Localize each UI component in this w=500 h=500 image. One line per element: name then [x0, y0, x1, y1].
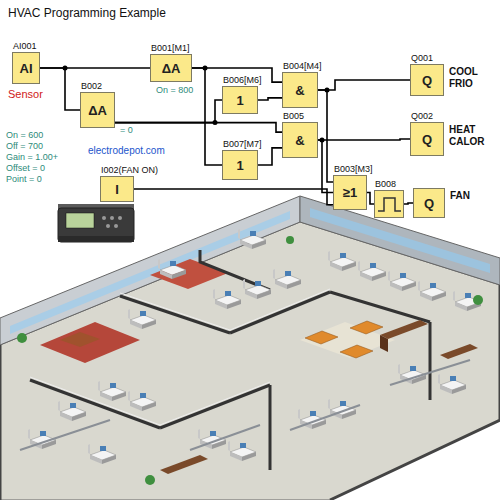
block-id: AI001	[13, 41, 37, 51]
lounge-furniture	[60, 320, 478, 474]
parameter-label: Point = 0	[6, 174, 42, 184]
block-id: B008	[375, 179, 396, 189]
block-symbol: ΔA	[151, 55, 191, 81]
block-symbol: ΔA	[81, 93, 114, 127]
signal-wire	[404, 203, 413, 204]
output-name: COOL FRIO	[449, 66, 489, 90]
block-id: B001[M1]	[151, 43, 190, 53]
output-name: HEAT CALOR	[449, 124, 489, 148]
block-id: B007[M7]	[223, 139, 262, 149]
block-symbol: Q	[414, 189, 444, 217]
signal-wire	[115, 123, 282, 132]
parameter-label: On = 800	[156, 85, 193, 95]
sensor-label: Sensor	[8, 88, 43, 100]
block-id: I002(FAN ON)	[101, 165, 158, 175]
wall-tops	[30, 289, 330, 425]
block-symbol: I	[101, 177, 133, 201]
logic-block: B001[M1]ΔA	[150, 54, 192, 82]
signal-wire	[318, 80, 410, 90]
block-symbol: ≥1	[334, 176, 366, 209]
logic-block: B004[M4]&	[282, 72, 318, 108]
watermark: electrodepot.com	[88, 145, 165, 156]
logic-block: B005&	[282, 122, 318, 158]
block-id: B005	[283, 111, 304, 121]
block-symbol: 1	[223, 151, 257, 179]
carpet	[150, 259, 228, 289]
block-symbol: &	[283, 73, 317, 107]
cubicle-partitions	[20, 360, 470, 450]
signal-wire	[367, 193, 374, 205]
block-symbol: Q	[411, 123, 443, 155]
pulse-line	[378, 198, 401, 211]
window-band	[10, 211, 290, 334]
outer-wall	[0, 285, 500, 500]
parameter-label: Gain = 1.00+	[6, 152, 58, 162]
logic-block: Q002QHEAT CALOR	[410, 122, 444, 156]
signal-wire	[134, 189, 333, 205]
signal-wire	[258, 98, 282, 100]
block-symbol: Q	[411, 65, 443, 95]
logic-block: B002ΔA	[80, 92, 115, 128]
signal-wire	[318, 140, 333, 193]
parameter-label: Off = 700	[6, 141, 43, 151]
block-id: Q001	[411, 53, 433, 63]
signal-wire	[40, 68, 80, 110]
block-symbol: AI	[13, 53, 39, 83]
logic-block: B006[M6]1	[222, 86, 258, 114]
pulse-symbol	[375, 191, 403, 217]
logic-block: I002(FAN ON)I	[100, 176, 134, 202]
parameter-label: = 0	[120, 125, 133, 135]
signal-wire	[318, 90, 333, 182]
signal-wire	[192, 68, 222, 165]
interior-walls	[30, 250, 430, 470]
output-name: FAN	[450, 190, 490, 202]
block-id: B003[M3]	[334, 164, 373, 174]
signal-wire	[115, 100, 222, 123]
lounge-floor	[300, 322, 395, 358]
floor	[0, 222, 500, 500]
block-symbol: 1	[223, 87, 257, 113]
block-id: B006[M6]	[223, 75, 262, 85]
block-id: Q002	[411, 111, 433, 121]
diagram-title: HVAC Programming Example	[8, 6, 166, 20]
office-desks	[28, 229, 481, 464]
logic-block: QFAN	[413, 188, 445, 218]
parameter-label: Offset = 0	[6, 163, 45, 173]
logic-block: B003[M3]≥1	[333, 175, 367, 210]
block-id: B002	[81, 81, 102, 91]
logic-block: Q001QCOOL FRIO	[410, 64, 444, 96]
logic-block: B008	[374, 190, 404, 218]
signal-wire	[258, 148, 282, 165]
signal-wire	[318, 139, 410, 140]
block-symbol: &	[283, 123, 317, 157]
logic-block: B007[M7]1	[222, 150, 258, 180]
carpet	[40, 322, 140, 363]
parameter-label: On = 600	[6, 130, 43, 140]
signal-wire	[40, 67, 150, 69]
plants	[17, 236, 483, 485]
logic-block: AI001AI	[12, 52, 40, 84]
logo-controller	[58, 204, 134, 242]
block-id: B004[M4]	[283, 61, 322, 71]
